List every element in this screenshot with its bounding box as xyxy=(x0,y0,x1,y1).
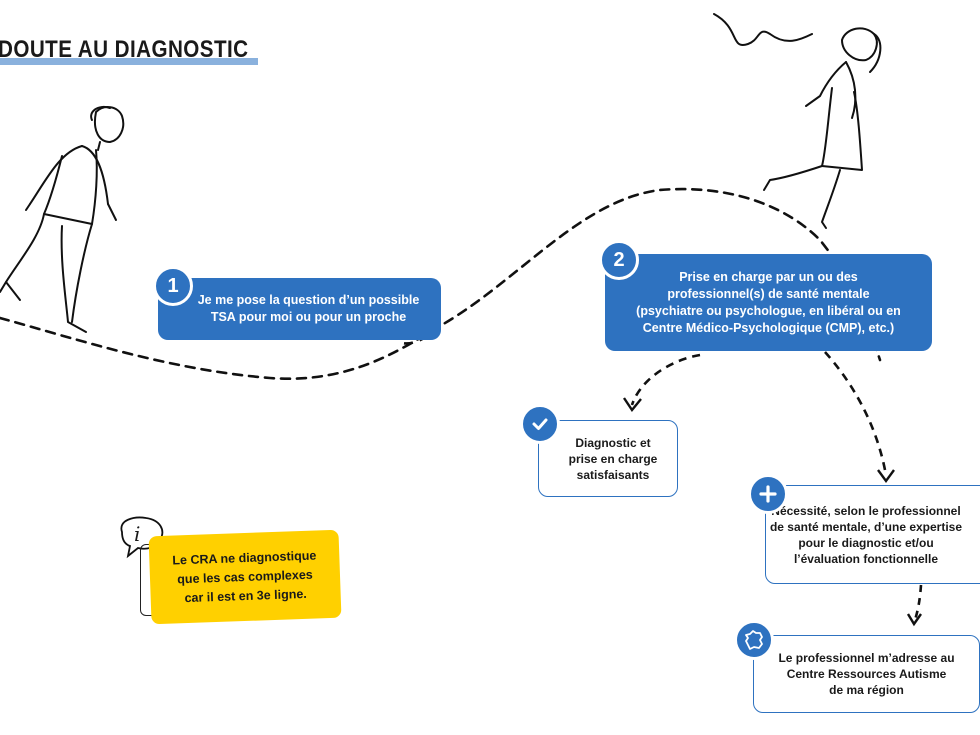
outcome-line: Diagnostic et xyxy=(575,435,651,450)
outcome-line: Nécessité, selon le professionnel xyxy=(771,503,961,518)
outcome-cra-box: Le professionnel m’adresse au Centre Res… xyxy=(753,635,980,713)
outcome-expertise-box: Nécessité, selon le professionnel de san… xyxy=(765,485,980,584)
step-2-line: Centre Médico-Psychologique (CMP), etc.) xyxy=(642,320,895,335)
arrow-head-check xyxy=(623,397,642,413)
arrow-to-cra xyxy=(913,584,923,621)
walking-woman-illustration xyxy=(713,13,882,229)
title-underline xyxy=(0,58,258,65)
plus-icon xyxy=(748,474,788,514)
step-2-line: professionnel(s) de santé mentale xyxy=(667,286,870,301)
outcome-line: Centre Ressources Autisme xyxy=(786,667,947,681)
france-map-icon xyxy=(734,620,774,660)
step-2-line: (psychiatre ou psychologue, en libéral o… xyxy=(636,303,901,318)
outcome-line: Le professionnel m’adresse au xyxy=(778,651,955,665)
outcome-line: l’évaluation fonctionnelle xyxy=(793,551,938,566)
outcome-line: de santé mentale, d’une expertise xyxy=(769,519,963,534)
step-2-box: Prise en charge par un ou des profession… xyxy=(605,254,932,351)
main-dashed-path xyxy=(0,187,882,380)
arrow-to-check xyxy=(630,353,701,406)
arrow-head-expertise xyxy=(877,469,895,484)
step-1-line: Je me pose la question d’un possible xyxy=(197,293,420,307)
step-2-badge: 2 xyxy=(599,240,639,280)
step-1-badge: 1 xyxy=(153,266,193,306)
check-icon xyxy=(520,404,560,444)
arrow-head-cra xyxy=(906,613,922,627)
step-1-box: Je me pose la question d’un possible TSA… xyxy=(158,278,441,340)
outcome-satisfied-box: Diagnostic et prise en charge satisfaisa… xyxy=(538,420,678,497)
step-1-line: TSA pour moi ou pour un proche xyxy=(210,310,407,324)
outcome-line: prise en charge xyxy=(568,451,658,466)
outcome-line: pour le diagnostic et/ou xyxy=(798,535,934,550)
outcome-line: satisfaisants xyxy=(576,467,650,482)
outcome-line: de ma région xyxy=(829,683,904,697)
walking-man-illustration xyxy=(0,106,125,333)
arrow-to-expertise xyxy=(824,351,887,471)
info-icon: i xyxy=(134,522,141,546)
info-note: Le CRA ne diagnostique que les cas compl… xyxy=(148,529,342,625)
step-2-line: Prise en charge par un ou des xyxy=(679,269,858,284)
